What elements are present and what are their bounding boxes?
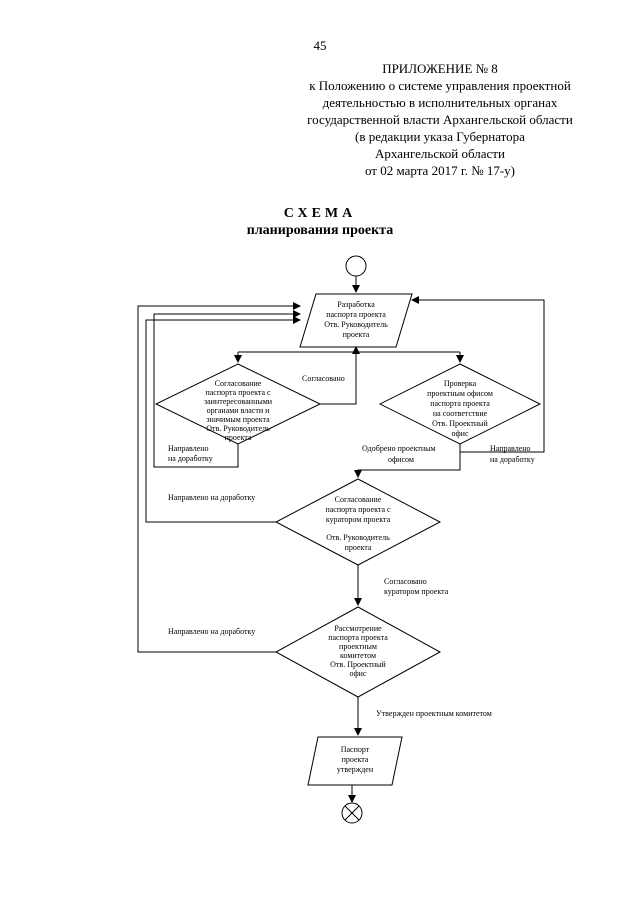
- agree-interested-text: значимым проекта: [206, 415, 270, 424]
- flow-approved-offices: [354, 452, 461, 478]
- review-committee-text: проектным: [339, 642, 377, 651]
- header-line: Архангельской области: [375, 146, 505, 161]
- agree-interested-text: Согласование: [215, 379, 262, 388]
- end-node-cross: [344, 805, 360, 821]
- review-committee-text: Отв. Проектный: [330, 660, 386, 669]
- label-returned-curator: Направлено на доработку: [168, 493, 255, 502]
- develop-text: Разработка: [337, 300, 375, 309]
- review-committee-text: паспорта проекта: [328, 633, 388, 642]
- label-agreed: Согласовано: [302, 374, 345, 383]
- scheme-subtitle: планирования проекта: [246, 223, 394, 238]
- label-returned-committee: Направлено на доработку: [168, 627, 255, 636]
- agree-curator-text: куратором проекта: [326, 515, 391, 524]
- review-committee-text: Рассмотрение: [334, 624, 382, 633]
- review-committee-text: комитетом: [340, 651, 376, 660]
- header-line: ПРИЛОЖЕНИЕ № 8: [382, 61, 498, 76]
- end-node: [341, 802, 363, 824]
- flow-returned-committee: [137, 302, 301, 653]
- agree-curator-text: проекта: [345, 543, 372, 552]
- label-approved-committee: Утвержден проектным комитетом: [376, 709, 492, 718]
- review-committee-text: офис: [349, 669, 366, 678]
- agree-curator-text: Согласование: [335, 495, 382, 504]
- header-line: государственной власти Архангельской обл…: [307, 112, 573, 127]
- check-offices-text: Проверка: [444, 379, 477, 388]
- page-number: 45: [313, 38, 327, 53]
- label-approved-offices: офисом: [388, 455, 414, 464]
- flow-returned-left: [153, 310, 301, 468]
- develop-text: паспорта проекта: [326, 310, 386, 319]
- check-offices-text: офис: [451, 429, 468, 438]
- label-returned-left: на доработку: [168, 454, 213, 463]
- flow-returned-right: [411, 296, 545, 453]
- approved-text: Паспорт: [341, 745, 370, 754]
- scheme-title: СХЕМА: [283, 206, 357, 221]
- flow-returned-curator: [145, 316, 301, 523]
- appendix-header: ПРИЛОЖЕНИЕ № 8 к Положению о системе упр…: [300, 60, 580, 179]
- agree-interested-text: паспорта проекта с: [205, 388, 271, 397]
- label-agreed-curator: куратором проекта: [384, 587, 449, 596]
- header-line: (в редакции указа Губернатора: [355, 129, 525, 144]
- develop-passport-box: [299, 293, 413, 348]
- label-returned-left: Направлено: [168, 444, 209, 453]
- develop-text: проекта: [343, 330, 370, 339]
- start-node: [345, 255, 367, 277]
- check-offices-text: паспорта проекта: [430, 399, 490, 408]
- agree-interested-text: органами власти и: [207, 406, 271, 415]
- agree-curator-text: паспорта проекта с: [325, 505, 391, 514]
- header-line: деятельностью в исполнительных органах: [322, 95, 558, 110]
- approved-text: проекта: [342, 755, 369, 764]
- header-line: от 02 марта 2017 г. № 17-у): [364, 163, 516, 178]
- agree-curator-text: Отв. Руководитель: [326, 533, 390, 542]
- check-offices-text: на соответствие: [433, 409, 488, 418]
- develop-text: Отв. Руководитель: [324, 320, 388, 329]
- agree-interested-text: проекта: [225, 433, 252, 442]
- label-agreed-curator: Согласовано: [384, 577, 427, 586]
- flow-agreed-back: [320, 346, 360, 405]
- approved-text: утвержден: [337, 765, 374, 774]
- header-line: к Положению о системе управления проектн…: [309, 78, 571, 93]
- agree-interested-text: заинтересованными: [204, 397, 273, 406]
- agree-interested-text: Отв. Руководитель: [206, 424, 270, 433]
- label-returned-right: на доработку: [490, 455, 535, 464]
- label-approved-offices: Одобрено проектным: [362, 444, 436, 453]
- label-returned-right: Направлено: [490, 444, 531, 453]
- approved-passport-box: [307, 736, 403, 786]
- check-offices-text: Отв. Проектный: [432, 419, 488, 428]
- check-offices-text: проектным офисом: [427, 389, 493, 398]
